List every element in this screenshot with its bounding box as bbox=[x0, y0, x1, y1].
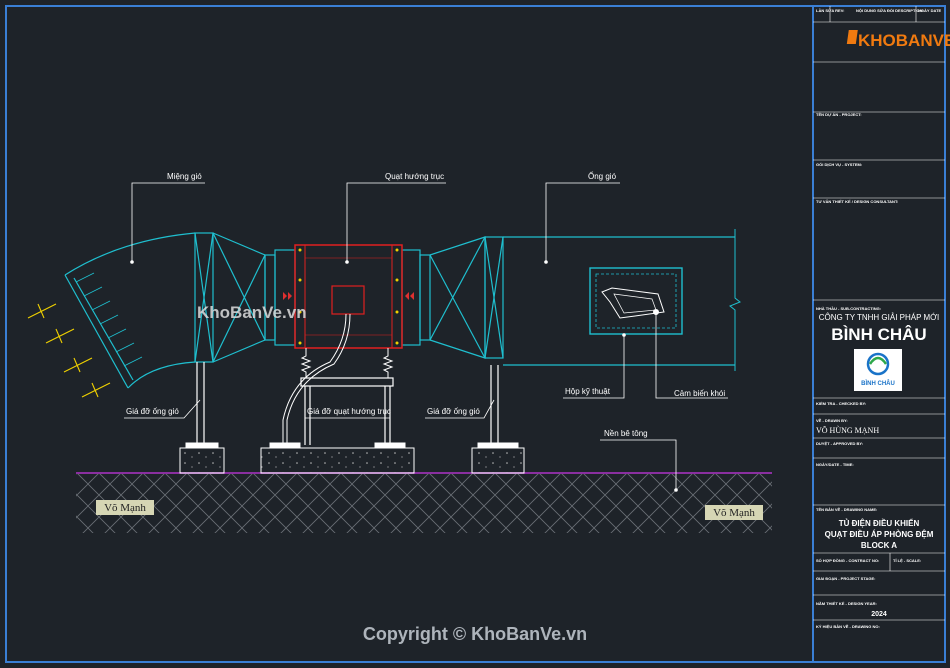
tb-approved-label: DUYỆT - APPROVED BY: bbox=[816, 441, 863, 446]
duct-supports bbox=[196, 362, 499, 445]
label-mieng-gio: Miệng gió bbox=[167, 172, 202, 181]
tb-design-label: TƯ VẤN THIẾT KẾ / DESIGN CONSULTANT: bbox=[816, 199, 898, 204]
fan-cable bbox=[282, 313, 347, 445]
label-gia-do-right: Giá đỡ ống gió bbox=[427, 407, 480, 416]
name-tag-left: Võ Mạnh bbox=[96, 500, 154, 515]
tb-company-name: BÌNH CHÂU bbox=[831, 325, 926, 344]
tb-drawing-title-2: QUẠT ĐIỀU ÁP PHÒNG ĐỆM bbox=[825, 529, 934, 539]
label-gia-do-quat: Giá đỡ quạt hướng trục bbox=[307, 407, 391, 416]
binh-chau-logo: BÌNH CHÂU bbox=[854, 349, 902, 391]
label-hop-ky-thuat: Hộp kỹ thuật bbox=[565, 387, 611, 396]
label-gia-do-left: Giá đỡ ống gió bbox=[126, 407, 179, 416]
tb-date2-label: NGÀY/DATE - TIME: bbox=[816, 462, 854, 467]
drawing-frame bbox=[5, 5, 946, 663]
fan-springs bbox=[300, 348, 394, 378]
svg-text:KhoBanVe.vn: KhoBanVe.vn bbox=[197, 303, 307, 322]
tb-drawn-label: VẼ - DRAWN BY: bbox=[816, 418, 848, 423]
duct-assembly bbox=[64, 229, 741, 389]
tb-job-label: GIAI ĐOẠN - PROJECT STAGE: bbox=[816, 576, 875, 581]
tb-rev-label: LẦN SỬA REV: bbox=[816, 8, 845, 13]
tb-drawing-title-1: TỦ ĐIỆN ĐIỀU KHIỂN bbox=[839, 518, 920, 528]
tb-system-label: GÓI DỊCH VỤ - SYSTEM: bbox=[816, 162, 862, 167]
tb-checked-label: KIỂM TRA - CHECKED BY: bbox=[816, 401, 866, 406]
svg-text:Võ Mạnh: Võ Mạnh bbox=[713, 507, 755, 519]
tb-contractor-label: NHÀ THẦU - SUB-CONTRACTING: bbox=[816, 306, 881, 311]
tb-year-value: 2024 bbox=[871, 611, 887, 618]
tb-drawing-title-3: BLOCK A bbox=[861, 541, 897, 550]
copyright-text: Copyright © KhoBanVe.vn bbox=[363, 624, 587, 644]
intake-grille bbox=[64, 274, 129, 389]
label-nen-be-tong: Nền bê tông bbox=[604, 429, 648, 438]
tb-drawing-title-label: TÊN BẢN VẼ - DRAWING NAME: bbox=[816, 507, 877, 512]
tb-company-line: CÔNG TY TNHH GIẢI PHÁP MỚI bbox=[819, 313, 940, 322]
airflow-arrows bbox=[27, 303, 111, 398]
tb-drawing-no-label: KÝ HIỆU BẢN VẼ - DRAWING NO: bbox=[816, 624, 880, 629]
intake-bend-top bbox=[64, 232, 196, 276]
tb-contract-label: SỐ HỢP ĐỒNG - CONTRACT NO: bbox=[816, 558, 879, 563]
tb-drawn-value: VÕ HÙNG MẠNH bbox=[816, 425, 879, 435]
watermark: KhoBanVe.vn bbox=[197, 303, 307, 322]
leader-lines bbox=[124, 182, 728, 490]
tb-date-label: NGÀY DATE bbox=[918, 8, 942, 13]
logo-text: KHOBANVE bbox=[858, 31, 950, 50]
title-block bbox=[813, 6, 945, 621]
binh-chau-logo-text: BÌNH CHÂU bbox=[861, 379, 895, 387]
axial-fan bbox=[283, 244, 414, 349]
tb-year-label: NĂM THIẾT KẾ - DESIGN YEAR: bbox=[816, 601, 877, 606]
fan-support bbox=[300, 377, 394, 445]
svg-text:Võ Mạnh: Võ Mạnh bbox=[104, 502, 146, 514]
label-ong-gio: Ống gió bbox=[588, 171, 617, 181]
ground-hatch bbox=[76, 473, 772, 533]
label-cam-bien: Cảm biến khói bbox=[674, 389, 725, 398]
tb-desc-label: NỘI DUNG SỬA ĐỔI DESCRIPTION bbox=[856, 8, 923, 13]
khobanve-logo: KHOBANVE bbox=[846, 30, 950, 50]
name-tag-right: Võ Mạnh bbox=[705, 505, 763, 520]
concrete-plinths bbox=[179, 442, 525, 474]
tb-project-label: TÊN DỰ ÁN - PROJECT: bbox=[816, 112, 862, 117]
label-quat: Quạt hướng trục bbox=[385, 172, 444, 181]
tb-scale-label: TỈ LỆ - SCALE: bbox=[893, 558, 921, 563]
